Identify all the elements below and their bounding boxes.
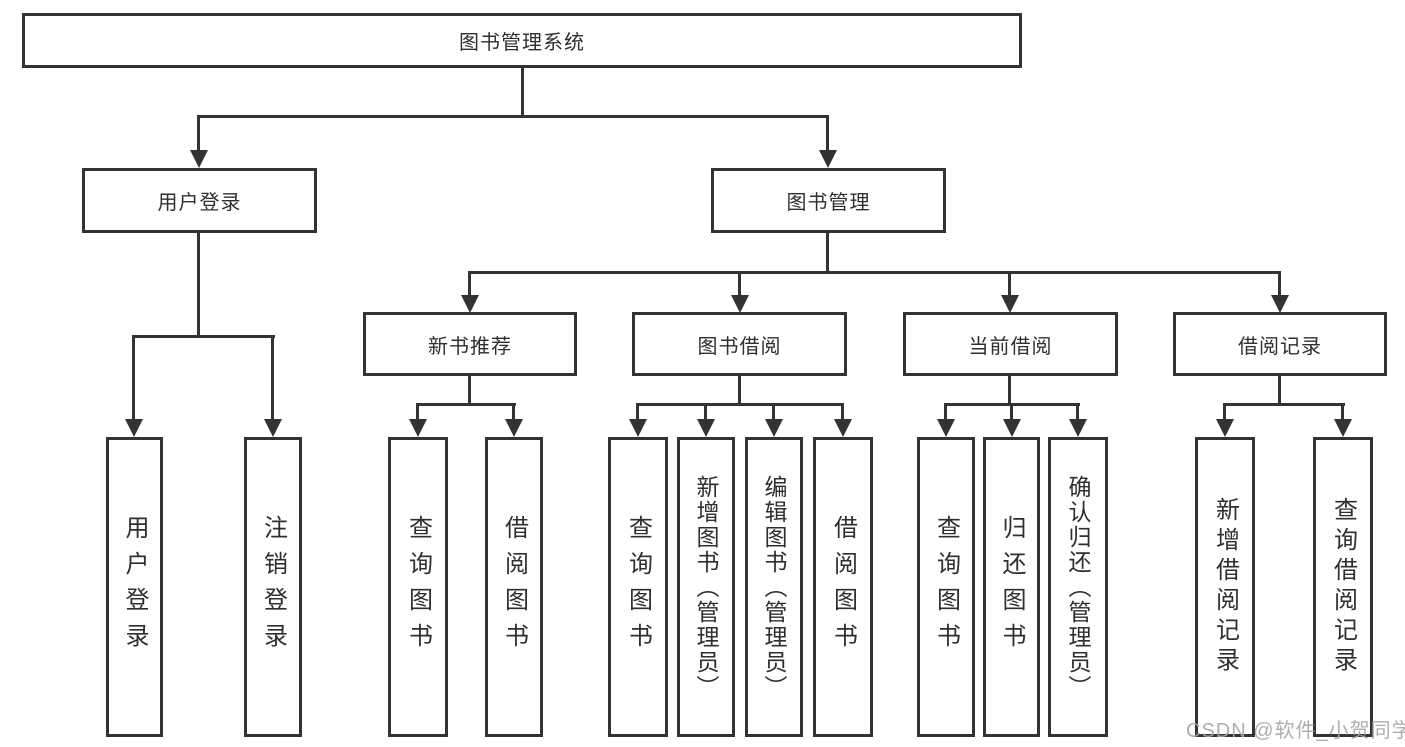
connector-line: [1010, 403, 1013, 421]
connector-line: [197, 115, 200, 153]
connector-line: [468, 376, 471, 405]
connector-line: [1076, 403, 1079, 421]
connector-line: [1223, 403, 1226, 421]
leaf-borrow-query-books: 查询图书: [608, 437, 668, 737]
connector-line: [416, 403, 516, 406]
connector-line: [1223, 403, 1345, 406]
leaf-borrow-borrow-books: 借阅图书: [813, 437, 873, 737]
connector-line: [636, 403, 844, 406]
down-arrow-icon: [937, 419, 955, 437]
connector-line: [1278, 271, 1281, 299]
connector-line: [636, 403, 639, 421]
down-arrow-icon: [1334, 419, 1352, 437]
connector-line: [132, 335, 135, 421]
leaf-user-login: 用户登录: [106, 437, 163, 737]
connector-line: [197, 233, 200, 337]
node-library-system: 图书管理系统: [22, 13, 1022, 68]
connector-line: [704, 403, 707, 421]
watermark: CSDN @软件_小贺同学: [1186, 720, 1405, 742]
down-arrow-icon: [697, 419, 715, 437]
connector-line: [841, 403, 844, 421]
node-current-borrow: 当前借阅: [903, 312, 1118, 376]
node-book-management: 图书管理: [711, 168, 946, 233]
down-arrow-icon: [1216, 419, 1234, 437]
leaf-records-query-record: 查询借阅记录: [1313, 437, 1373, 737]
connector-line: [271, 335, 274, 421]
down-arrow-icon: [190, 150, 208, 168]
connector-line: [132, 335, 275, 338]
connector-line: [468, 271, 471, 299]
down-arrow-icon: [834, 419, 852, 437]
connector-line: [826, 233, 829, 273]
leaf-current-query-books: 查询图书: [917, 437, 975, 737]
down-arrow-icon: [461, 295, 479, 313]
connector-line: [1008, 376, 1011, 405]
connector-line: [944, 403, 947, 421]
connector-line: [772, 403, 775, 421]
connector-line: [1008, 271, 1011, 299]
down-arrow-icon: [1001, 295, 1019, 313]
connector-line: [738, 376, 741, 405]
leaf-current-confirm-return-admin: 确认归还（管理员）: [1048, 437, 1108, 737]
down-arrow-icon: [1003, 419, 1021, 437]
down-arrow-icon: [264, 419, 282, 437]
down-arrow-icon: [1069, 419, 1087, 437]
leaf-recommend-borrow-books: 借阅图书: [485, 437, 543, 737]
connector-line: [416, 403, 419, 421]
down-arrow-icon: [819, 150, 837, 168]
node-new-book-recommend: 新书推荐: [363, 312, 577, 376]
down-arrow-icon: [1271, 295, 1289, 313]
connector-line: [1341, 403, 1344, 421]
connector-line: [826, 115, 829, 153]
node-borrow-records: 借阅记录: [1173, 312, 1387, 376]
leaf-current-return-books: 归还图书: [983, 437, 1040, 737]
down-arrow-icon: [409, 419, 427, 437]
leaf-logout: 注销登录: [244, 437, 302, 737]
connector-line: [468, 271, 1281, 274]
node-user-login: 用户登录: [82, 168, 317, 233]
down-arrow-icon: [629, 419, 647, 437]
connector-line: [521, 68, 524, 118]
leaf-borrow-add-books-admin: 新增图书（管理员）: [677, 437, 735, 737]
down-arrow-icon: [125, 419, 143, 437]
leaf-recommend-query-books: 查询图书: [388, 437, 448, 737]
down-arrow-icon: [765, 419, 783, 437]
leaf-borrow-edit-books-admin: 编辑图书（管理员）: [745, 437, 803, 737]
down-arrow-icon: [731, 295, 749, 313]
node-book-borrow: 图书借阅: [632, 312, 847, 376]
connector-line: [1278, 376, 1281, 405]
connector-line: [197, 115, 829, 118]
leaf-records-add-record: 新增借阅记录: [1195, 437, 1255, 737]
connector-line: [738, 271, 741, 299]
down-arrow-icon: [505, 419, 523, 437]
connector-line: [512, 403, 515, 421]
